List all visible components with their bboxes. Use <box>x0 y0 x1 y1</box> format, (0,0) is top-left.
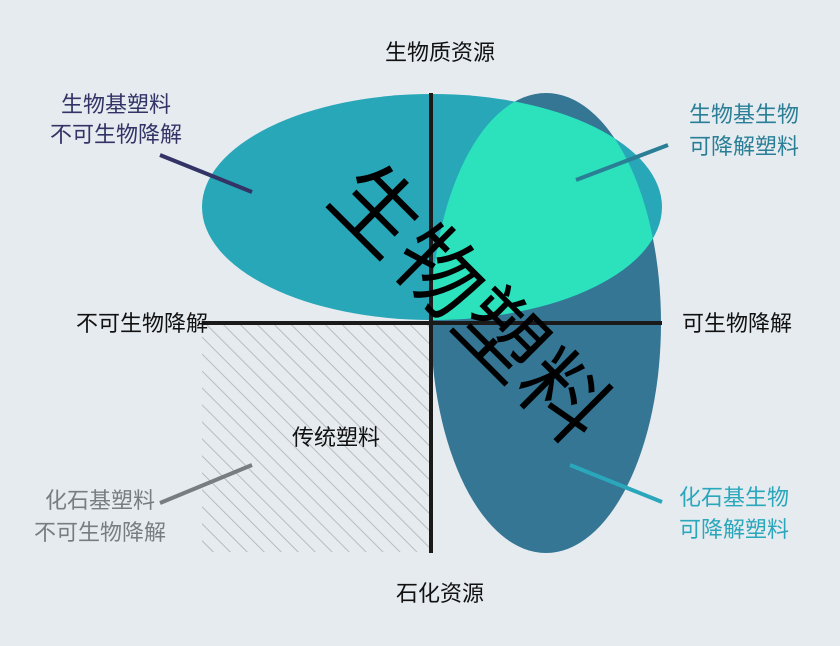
label-top-right-line2: 可降解塑料 <box>689 135 799 160</box>
label-bottom-left-line1: 化石基塑料 <box>45 489 155 514</box>
label-bottom-left-line2: 不可生物降解 <box>34 521 166 546</box>
traditional-plastics-label: 传统塑料 <box>292 426 380 451</box>
axis-label-top: 生物质资源 <box>385 41 495 66</box>
leader-bottom-right <box>569 463 663 504</box>
leader-top-left <box>159 153 253 194</box>
axis-label-left: 不可生物降解 <box>76 312 208 337</box>
axis-label-right: 可生物降解 <box>682 312 792 337</box>
leader-bottom-left <box>159 463 253 505</box>
label-bottom-right-line1: 化石基生物 <box>679 486 789 511</box>
leader-top-right <box>575 143 669 182</box>
axis-label-bottom: 石化资源 <box>396 582 484 607</box>
label-top-left-line2: 不可生物降解 <box>50 123 182 148</box>
traditional-plastics-region <box>202 323 430 552</box>
label-bottom-right-line2: 可降解塑料 <box>679 518 789 543</box>
label-top-right-line1: 生物基生物 <box>689 103 799 128</box>
label-top-left-line1: 生物基塑料 <box>61 93 171 118</box>
